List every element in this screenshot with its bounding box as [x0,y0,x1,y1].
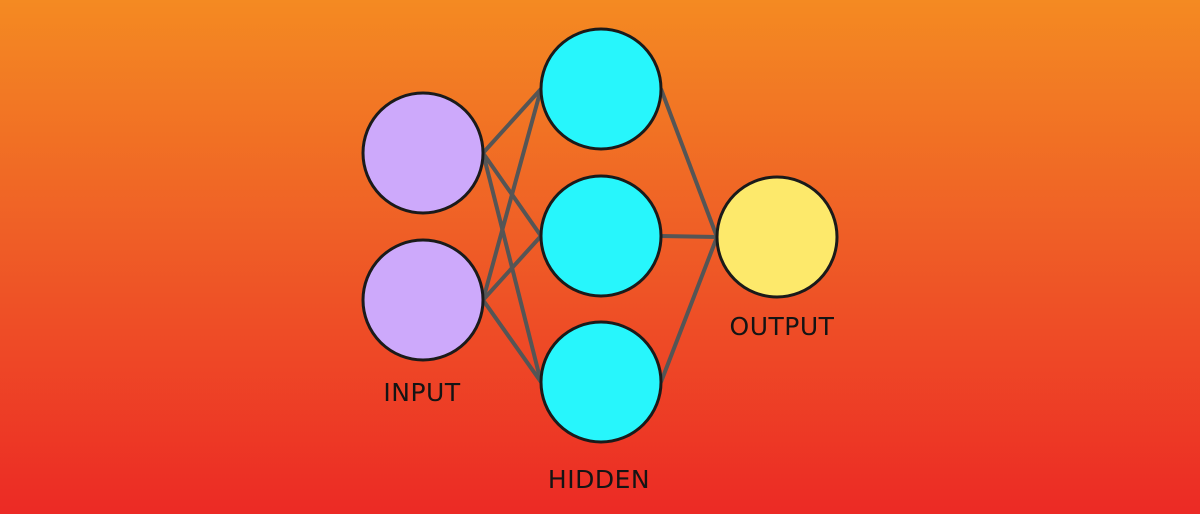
connections [481,87,719,384]
edge-hidden-2-to-output-1 [660,234,718,239]
hidden-layer-label: HIDDEN [547,465,651,494]
output-node-1 [715,175,839,299]
edge-hidden-1-to-output-1 [659,88,719,238]
hidden-node-2 [539,174,663,298]
hidden-node-3 [539,320,663,444]
edge-input-2-to-hidden-2 [481,234,543,302]
input-layer-label: INPUT [383,378,461,407]
edge-input-1-to-hidden-1 [481,87,543,155]
edge-input-2-to-hidden-3 [481,298,543,384]
hidden-node-1 [539,27,663,151]
input-node-1 [361,91,485,215]
neurons [361,27,839,444]
input-node-2 [361,238,485,362]
edge-hidden-3-to-output-1 [659,236,719,383]
output-layer-label: OUTPUT [729,312,835,341]
edge-input-2-to-hidden-1 [481,88,543,301]
